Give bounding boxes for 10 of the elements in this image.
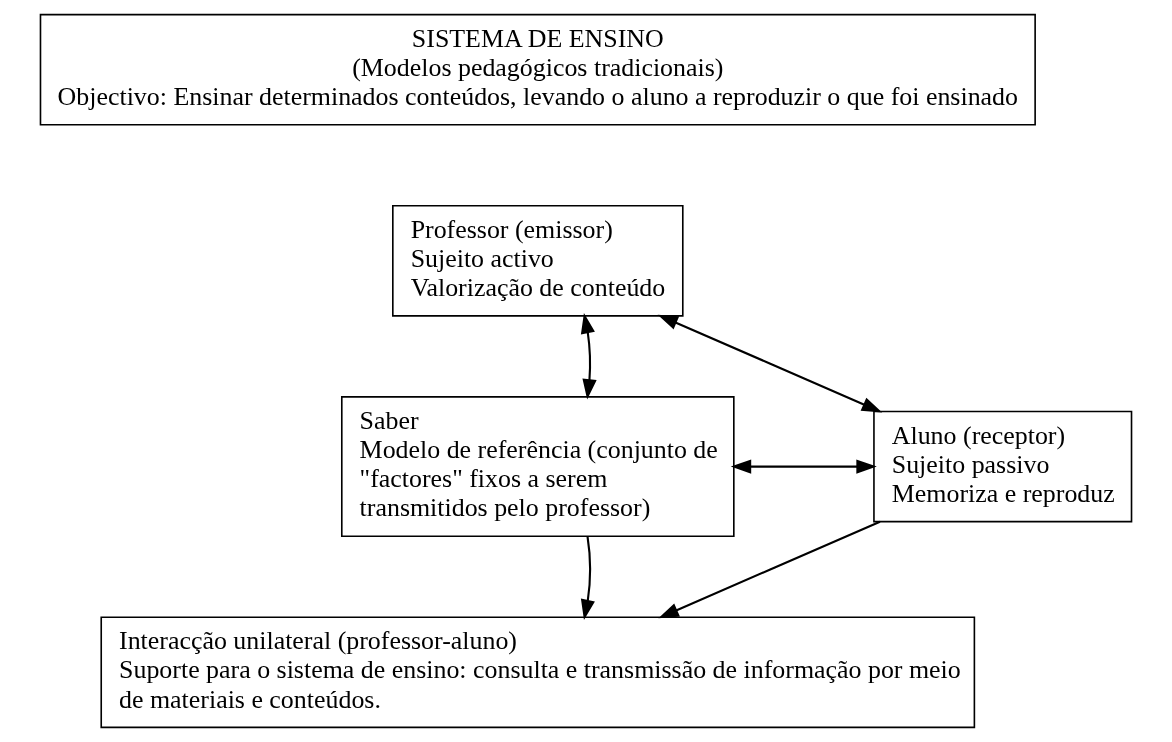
- node-box: Saber Modelo de referência (conjunto de "factores" fixos a serem transmitidos pelo professor): [341, 396, 735, 538]
- node-box: SISTEMA DE ENSINO (Modelos pedagógicos tradicionais) Objectivo: Ensinar determinados conteúdos, levando o aluno a reproduzir o que foi ensinado: [39, 13, 1036, 126]
- arrow: [730, 459, 877, 474]
- node-box: Aluno (receptor) Sujeito passivo Memoriza e reproduz: [873, 410, 1133, 523]
- arrow: [657, 314, 883, 413]
- arrow: [658, 520, 881, 619]
- arrow: [580, 313, 597, 400]
- node-box: Professor (emissor) Sujeito activo Valorização de conteúdo: [392, 204, 684, 317]
- node-box: Interacção unilateral (professor-aluno) Suporte para o sistema de ensino: consulta e transmissão de informação por meio de materiais e conteúdos.: [100, 616, 976, 729]
- arrow: [580, 536, 595, 621]
